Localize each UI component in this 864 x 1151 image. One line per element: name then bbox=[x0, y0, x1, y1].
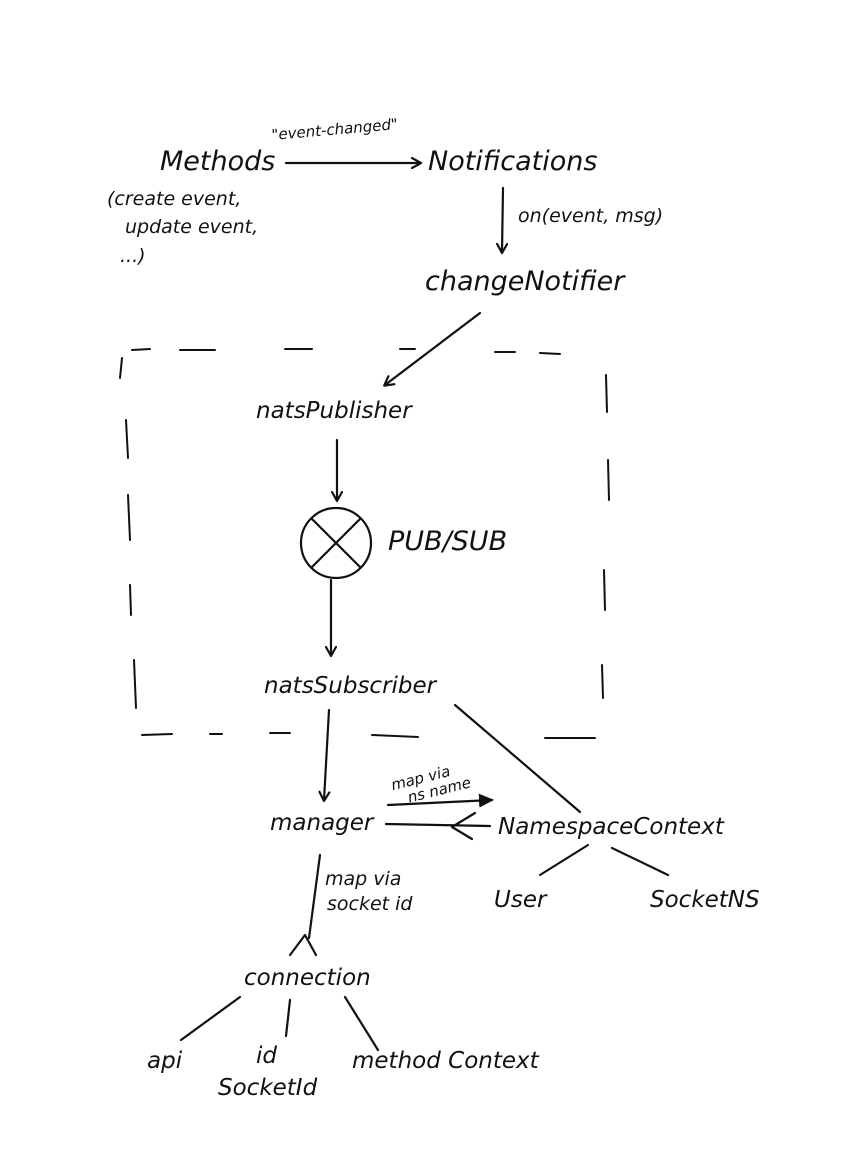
socketns-node: SocketNS bbox=[650, 887, 760, 913]
connection-to-api-line bbox=[179, 995, 242, 1042]
id-node: id bbox=[256, 1043, 277, 1069]
pubsub-exchange-icon bbox=[299, 506, 373, 580]
natssubscriber-to-manager-arrow bbox=[324, 708, 329, 800]
notifications-node: Notifications bbox=[428, 146, 597, 177]
dashed-boundary bbox=[119, 348, 610, 739]
methods-list-line-2: update event, bbox=[125, 216, 258, 238]
ns-name-mapping-arrow bbox=[386, 793, 494, 808]
namespacecontext-node: NamespaceContext bbox=[498, 814, 725, 840]
manager-to-connection-line bbox=[307, 853, 322, 940]
connection-branch-tip bbox=[288, 933, 318, 957]
manager-namespacecontext-link bbox=[384, 822, 492, 828]
socketid-node: SocketId bbox=[218, 1075, 318, 1101]
methodcontext-node: method Context bbox=[352, 1048, 540, 1074]
pubsub-label: PUB/SUB bbox=[388, 526, 507, 557]
methods-list-line-1: (create event, bbox=[107, 188, 241, 210]
on-event-msg-label: on(event, msg) bbox=[518, 205, 663, 227]
connection-node: connection bbox=[244, 965, 371, 991]
api-node: api bbox=[147, 1048, 183, 1074]
natssubscriber-to-namespacecontext-line bbox=[453, 703, 582, 814]
natspublisher-node: natsPublisher bbox=[256, 398, 413, 424]
natssubscriber-node: natsSubscriber bbox=[264, 673, 438, 699]
namespacecontext-to-user-line bbox=[538, 843, 590, 877]
manager-node: manager bbox=[270, 810, 375, 836]
namespacecontext-arrow-tip bbox=[450, 811, 477, 841]
user-node: User bbox=[494, 887, 548, 913]
changenotifier-to-natspublisher-arrow bbox=[385, 311, 482, 385]
changenotifier-node: changeNotifier bbox=[425, 266, 626, 297]
map-via-socket-id-line-2: socket id bbox=[327, 893, 413, 915]
connection-to-methodcontext-line bbox=[343, 995, 380, 1052]
notifications-to-changenotifier-arrow bbox=[502, 186, 503, 252]
namespacecontext-to-socketns-line bbox=[610, 846, 670, 877]
connection-to-id-line bbox=[284, 998, 292, 1038]
methods-list-line-3: ...) bbox=[120, 245, 146, 267]
map-via-socket-id-line-1: map via bbox=[325, 868, 401, 890]
methods-node: Methods bbox=[160, 146, 275, 177]
event-changed-label: "event-changed" bbox=[271, 115, 399, 144]
